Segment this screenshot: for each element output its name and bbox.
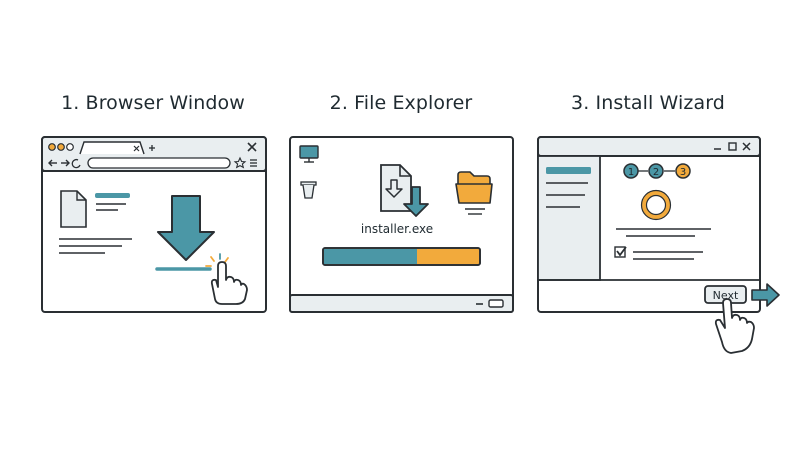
trash-icon[interactable] [300,181,317,199]
close-dot-icon[interactable] [48,143,56,151]
next-button-label: Next [713,289,739,302]
step-badge-1-label: 1 [628,167,634,178]
step-1-title: 1. Browser Window [61,92,245,114]
step-badge-1 [623,163,639,179]
file-explorer-window: installer.exe [289,136,514,313]
browser-tab[interactable] [79,141,145,155]
step-3-title: 3. Install Wizard [571,92,725,114]
install-wizard-window: 1 2 3 Next [537,136,780,354]
step-badge-3-label: 3 [680,167,686,178]
wizard-sidebar [537,155,601,281]
heading-placeholder [95,193,130,198]
document-icon [60,190,87,228]
download-arrow-icon[interactable] [157,195,215,261]
checkmark-icon [616,246,627,257]
installer-file-icon[interactable] [380,164,429,217]
browser-window [41,136,267,313]
minimize-dot-icon[interactable] [57,143,65,151]
step-2-title: 2. File Explorer [329,92,473,114]
sidebar-active-item[interactable] [546,167,591,174]
pointer-hand-icon [714,298,755,354]
forward-arrow-icon[interactable] [61,159,70,167]
step-badge-2-label: 2 [653,167,659,178]
progress-fill [324,249,417,264]
install-progress-bar [322,247,481,266]
back-arrow-icon[interactable] [48,159,57,167]
pointer-hand-icon [210,261,248,305]
new-tab-icon[interactable] [149,145,155,151]
window-close-icon[interactable] [247,142,257,152]
bookmark-star-icon[interactable] [233,156,247,169]
address-bar[interactable] [87,157,231,169]
reload-icon[interactable] [71,158,81,169]
menu-icon[interactable] [250,159,257,167]
next-arrow-icon [751,283,780,307]
step-badge-3 [675,163,691,179]
maximize-icon[interactable] [728,142,737,151]
installer-file-name: installer.exe [361,222,433,236]
loading-ring-icon [641,190,671,220]
step-badge-2 [648,163,664,179]
wizard-close-icon[interactable] [742,142,751,151]
maximize-dot-icon[interactable] [66,143,74,151]
folder-icon[interactable] [457,171,491,185]
agree-checkbox[interactable] [614,246,626,258]
monitor-icon[interactable] [299,145,319,159]
